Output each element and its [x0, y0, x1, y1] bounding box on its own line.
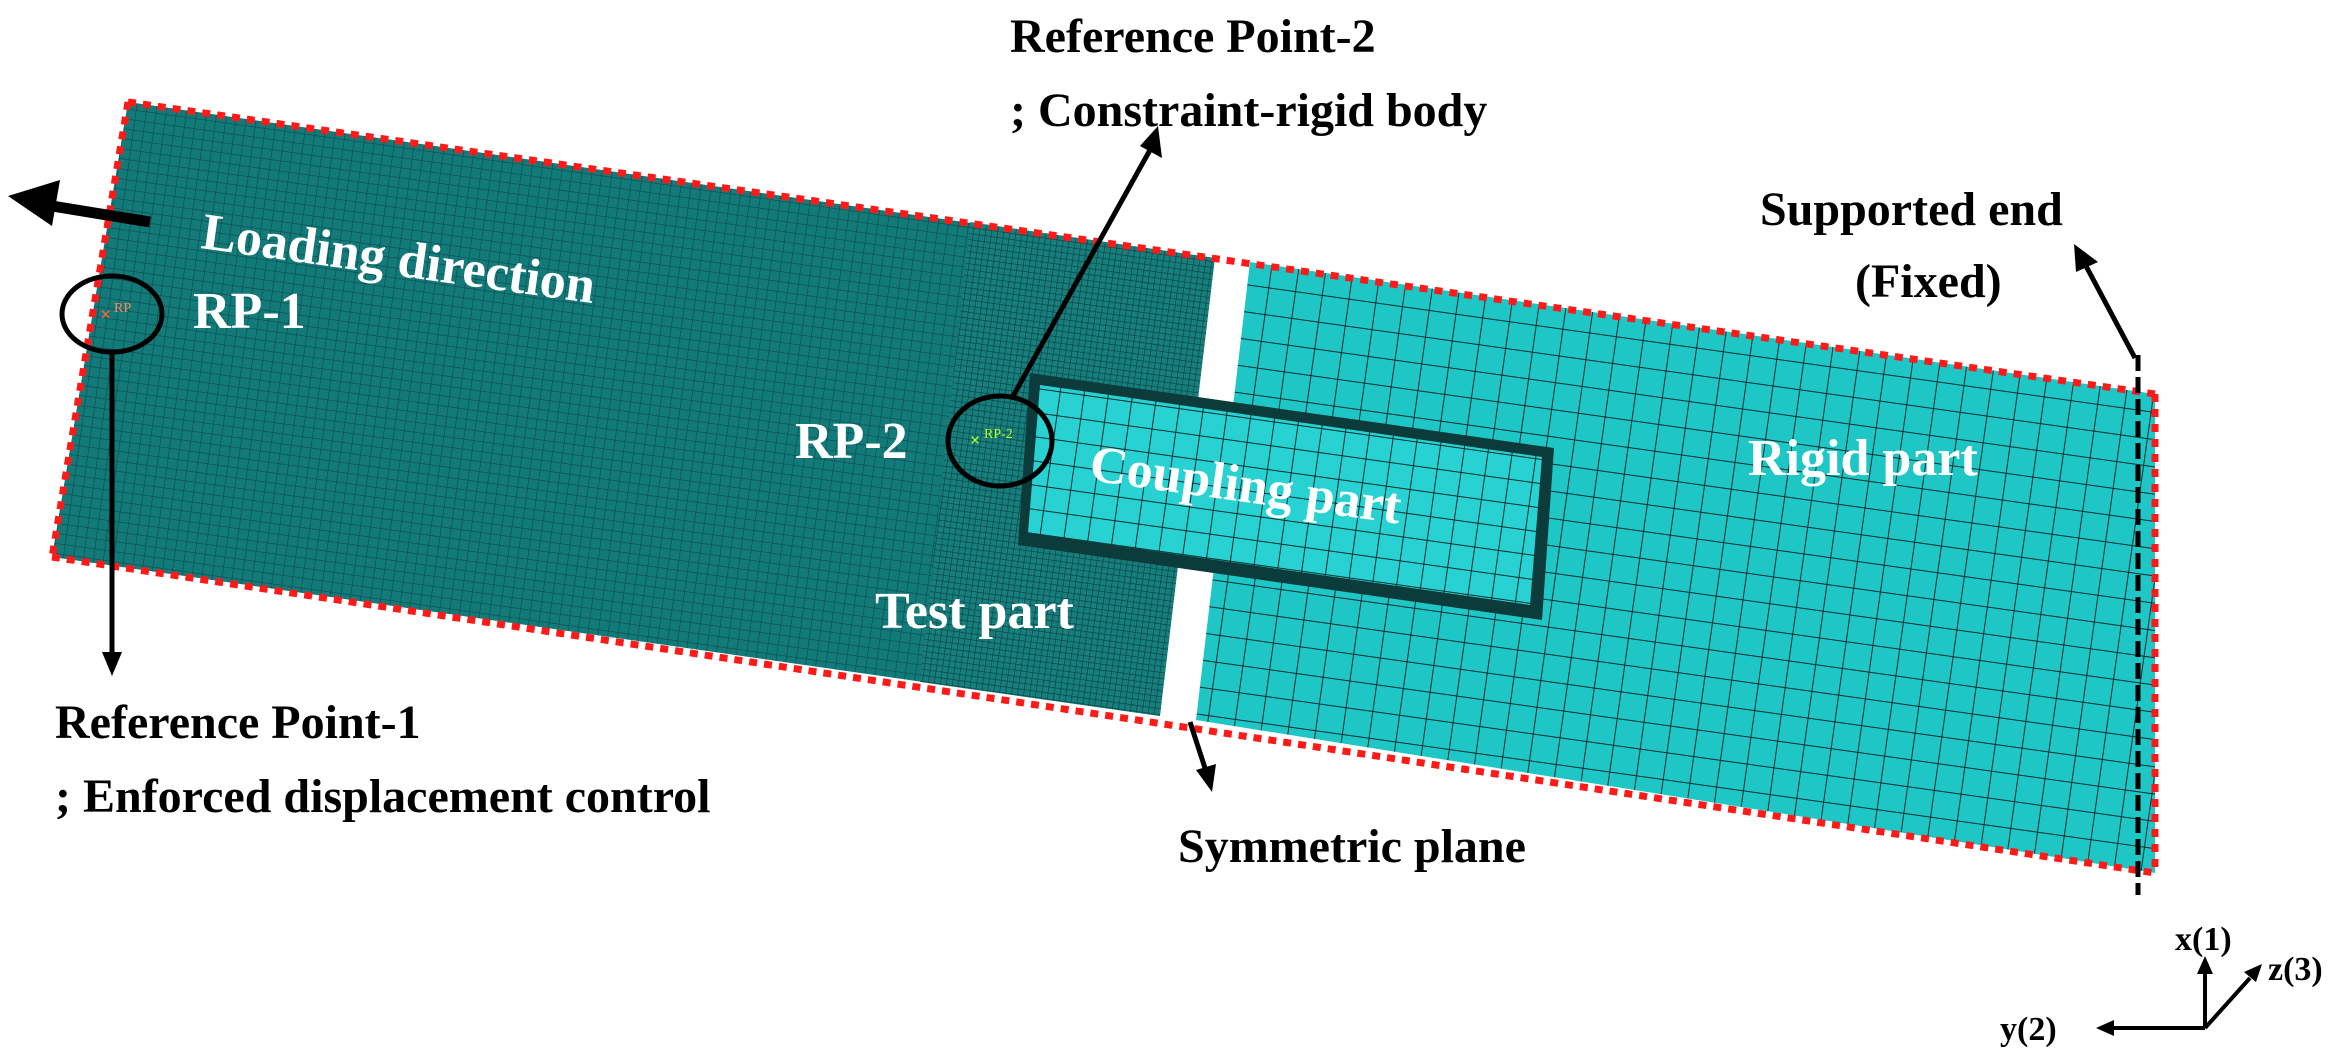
rp1-marker: × RP	[100, 301, 131, 326]
fixed-label: (Fixed)	[1855, 255, 2002, 308]
rp2-circle	[945, 393, 1055, 489]
coordinate-axes: x(1) y(2) z(3)	[2000, 921, 2323, 1048]
supported-end-leader-arrow	[2074, 244, 2138, 360]
constraint-rigid-body-label: ; Constraint-rigid body	[1010, 84, 1487, 137]
reference-point-2-label: Reference Point-2	[1010, 10, 1376, 63]
svg-text:RP: RP	[114, 301, 131, 316]
rp2-leader-arrow	[1009, 126, 1162, 400]
symmetric-plane-label: Symmetric plane	[1178, 820, 1526, 873]
svg-text:×: ×	[970, 430, 980, 450]
rigid-part-mesh	[1196, 262, 2155, 873]
axis-x-label: x(1)	[2175, 921, 2232, 958]
reference-point-1-label: Reference Point-1	[55, 696, 421, 749]
rp2-label: RP-2	[795, 413, 908, 470]
supported-end-label: Supported end	[1760, 183, 2063, 236]
red-dotted-boundary	[48, 98, 2159, 877]
rp1-label: RP-1	[193, 283, 306, 340]
test-part-mesh	[52, 102, 1215, 716]
svg-text:×: ×	[100, 304, 111, 326]
svg-text:RP-2: RP-2	[984, 427, 1013, 442]
rp1-leader-arrow	[102, 352, 122, 676]
test-part-label: Test part	[875, 583, 1075, 640]
axis-z-label: z(3)	[2268, 951, 2323, 988]
rp2-marker: × RP-2	[970, 427, 1013, 450]
symmetric-plane-leader-arrow	[1187, 721, 1216, 792]
rigid-part-label: Rigid part	[1748, 430, 1978, 487]
axis-y-label: y(2)	[2000, 1011, 2057, 1048]
enforced-displacement-label: ; Enforced displacement control	[55, 770, 711, 823]
loading-direction-arrow	[8, 180, 151, 228]
coupling-part-mesh	[1028, 385, 1542, 605]
